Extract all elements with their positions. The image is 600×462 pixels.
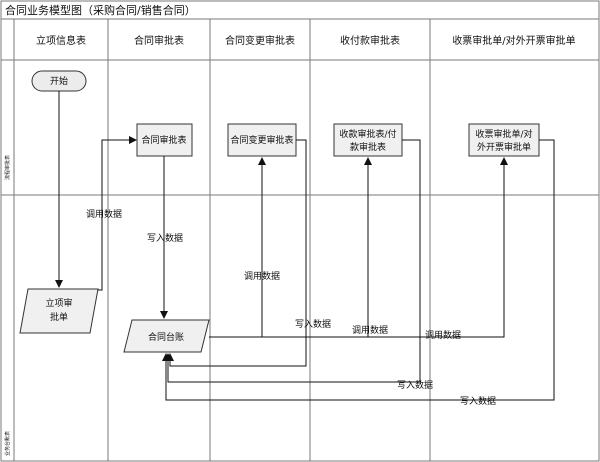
edge-ledger-to-invoice: [209, 157, 508, 338]
lane-label-contract-approval: 合同审批表: [134, 34, 184, 47]
contract-ledger-node: [123, 319, 210, 353]
invoice-approval-label-1: 收票审批单/对: [475, 128, 532, 140]
contract-approval-node: [136, 123, 193, 157]
edge-contract-change-to-ledger: [166, 139, 307, 367]
edge-label-call-data-2: 调用数据: [244, 270, 280, 282]
contract-ledger-label: 合同台账: [148, 331, 184, 343]
lane-label-payment: 收付款审批表: [340, 34, 400, 47]
edge-payment-to-ledger: [164, 139, 421, 383]
lane-label-invoice: 收票审批单/对外开票审批单: [452, 34, 575, 47]
row-label-process-approval: 流程审批表: [4, 155, 11, 180]
invoice-approval-label-2: 外开票审批单: [477, 141, 531, 153]
edge-label-write-data-2: 写入数据: [295, 318, 331, 330]
lane-label-contract-change: 合同变更审批表: [225, 34, 295, 47]
edge-invoice-to-ledger: [162, 139, 555, 401]
edge-label-call-data-1: 调用数据: [86, 208, 122, 220]
edge-label-call-data-3: 调用数据: [352, 324, 388, 336]
edge-label-write-data-3: 写入数据: [397, 379, 433, 391]
row-label-business-ledger: 业务台账表: [4, 431, 11, 456]
contract-change-node: [227, 123, 297, 157]
contract-approval-label: 合同审批表: [141, 134, 186, 146]
payment-approval-label-1: 收款审批表/付: [339, 128, 396, 140]
project-approval-label-1: 立项审: [45, 297, 72, 309]
invoice-approval-node: [468, 123, 540, 157]
payment-approval-label-2: 款审批表: [350, 141, 386, 153]
edge-label-write-data-1: 写入数据: [147, 232, 183, 244]
project-approval-label-2: 批单: [50, 311, 68, 323]
edge-label-write-data-4: 写入数据: [460, 395, 496, 407]
contract-change-label: 合同变更审批表: [230, 134, 293, 146]
lane-label-project: 立项信息表: [36, 34, 86, 47]
edge-project-to-contract-approval: [98, 136, 137, 291]
edge-label-call-data-4: 调用数据: [425, 329, 461, 341]
start-node-label: 开始: [50, 75, 68, 87]
project-approval-node: [19, 288, 99, 334]
diagram-title: 合同业务模型图（采购合同/销售合同）: [5, 3, 196, 17]
